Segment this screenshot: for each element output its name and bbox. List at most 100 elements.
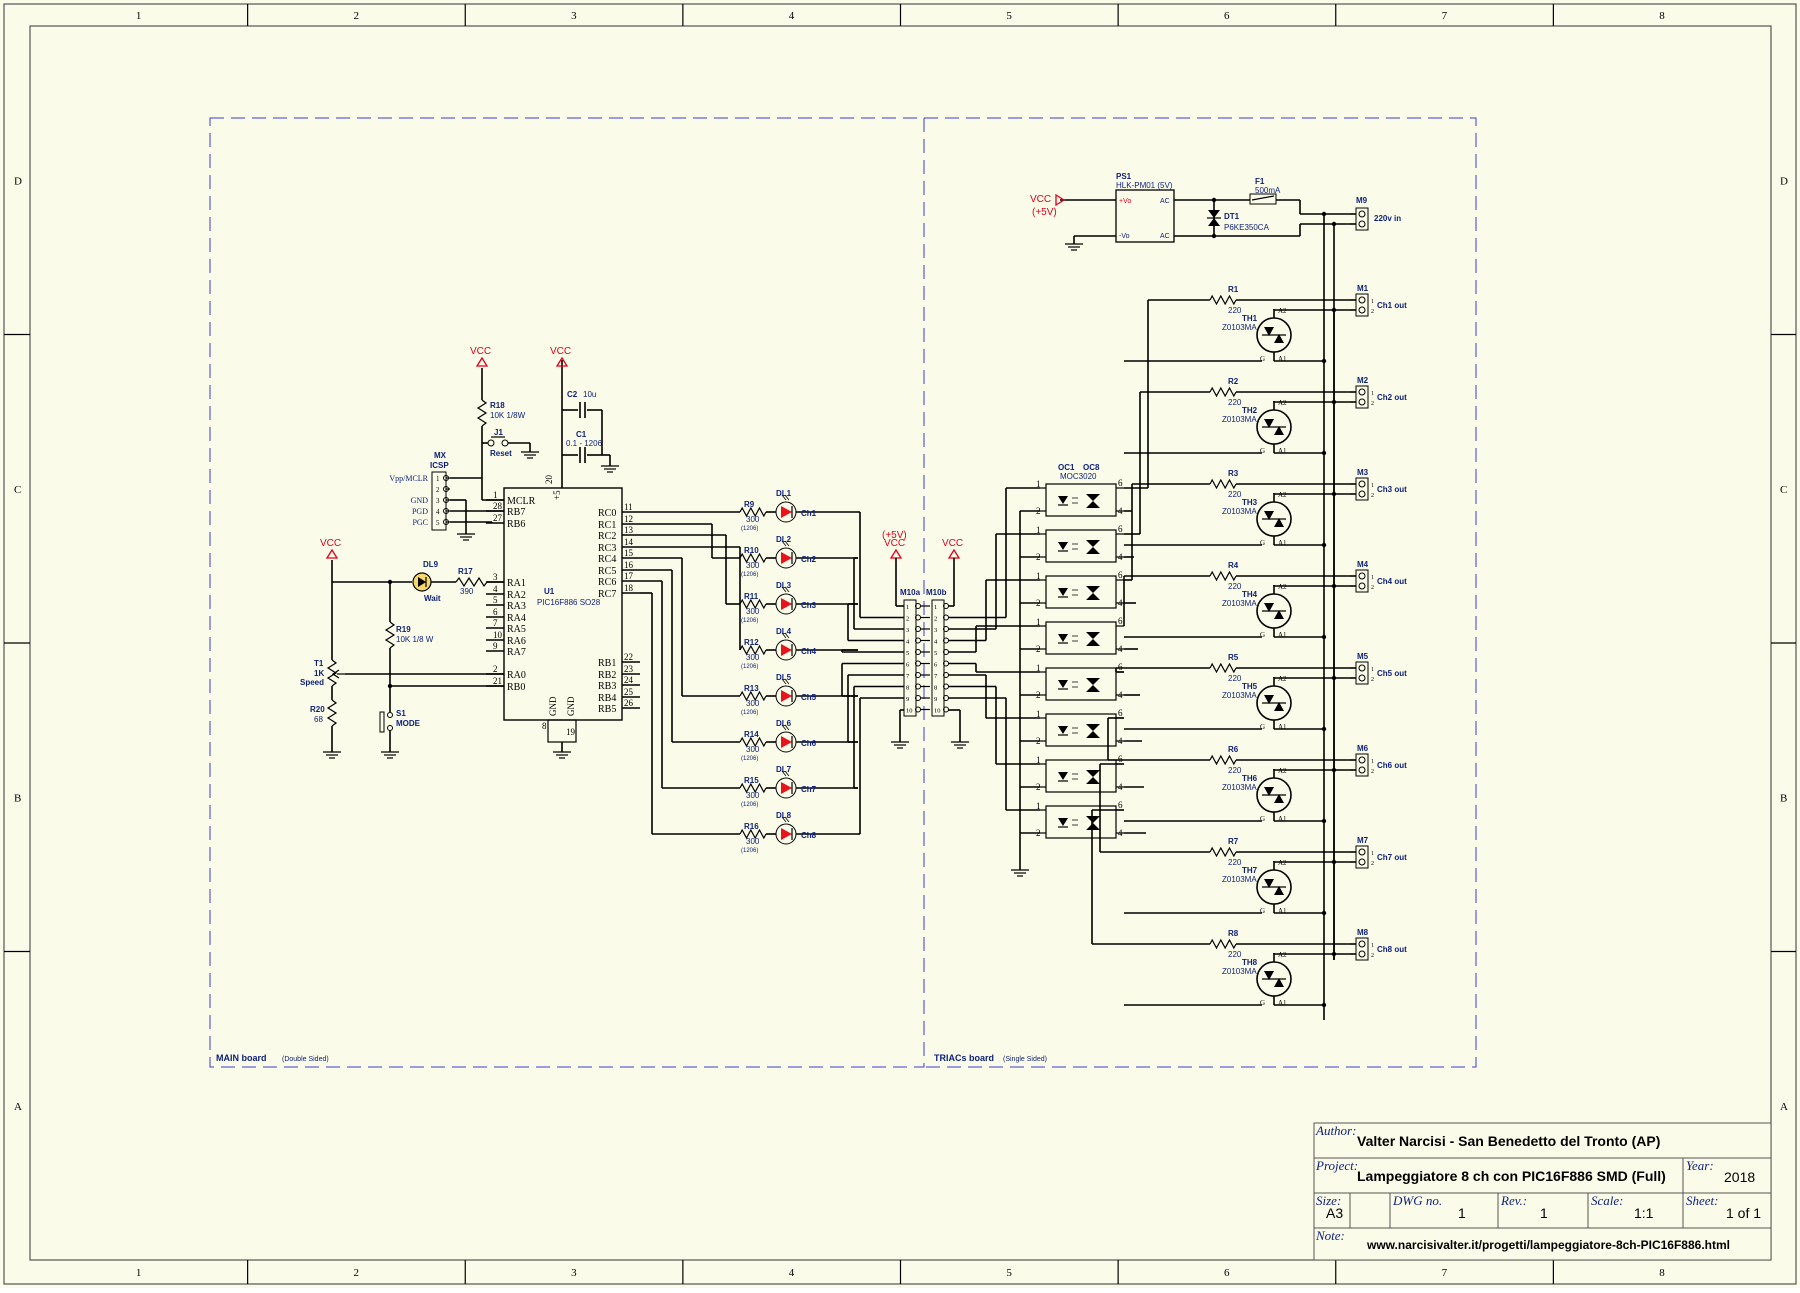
ps1-pin-ac2: AC	[1160, 233, 1170, 240]
triac-ref: TH2	[1242, 406, 1258, 415]
triac-part: Z0103MA	[1222, 415, 1257, 424]
triac-out-label: Ch8 out	[1377, 945, 1407, 954]
triac-pin-a1: A1	[1278, 539, 1287, 547]
triac-ref: TH5	[1242, 682, 1258, 691]
u1-pin-RA5: RA5	[507, 624, 526, 635]
triac-conn-pin1: 1	[1371, 851, 1374, 857]
led-res-val: 300	[746, 515, 760, 524]
u1-pinnum-9: 9	[493, 641, 498, 651]
ps1-pin-minus: -Vo	[1119, 233, 1130, 240]
dl9-val: Wait	[424, 594, 441, 603]
oc-pin-4: 4	[1118, 828, 1123, 838]
u1-gnd2-name: GND	[566, 696, 576, 716]
triac-pin-a2: A2	[1278, 859, 1287, 867]
zone-col-top: 5	[1006, 10, 1012, 22]
u1-pinnum-1: 1	[493, 490, 498, 500]
tb-size-label: Size:	[1316, 1193, 1341, 1208]
tb-author: Valter Narcisi - San Benedetto del Tront…	[1357, 1133, 1660, 1149]
r20-val: 68	[314, 715, 323, 724]
f1-ref: F1	[1255, 177, 1265, 186]
tb-rev: 1	[1540, 1205, 1548, 1221]
u1-gnd1-name: GND	[548, 696, 558, 716]
zone-col-bottom: 3	[571, 1267, 577, 1279]
triac-conn-ref: M2	[1357, 376, 1369, 385]
led-res-ref: R14	[744, 730, 759, 739]
oc-pin-4: 4	[1118, 690, 1123, 700]
m10a-pinnum: 9	[906, 696, 909, 703]
vcc-m10b-label: VCC	[942, 538, 963, 549]
zone-col-top: 2	[353, 10, 359, 22]
m10b-pinnum: 10	[934, 708, 941, 715]
vcc-pot: VCC	[320, 538, 341, 559]
power-supply: PS1 HLK-PM01 (5V) +Vo -Vo AC AC VCC (+5V…	[1030, 172, 1401, 1020]
triac-pin-a2: A2	[1278, 307, 1287, 315]
zone-row-right: D	[1780, 175, 1788, 187]
oc-pin-4: 4	[1118, 736, 1123, 746]
tb-dwg: 1	[1458, 1205, 1466, 1221]
triac-ref: TH8	[1242, 958, 1258, 967]
triac-part: Z0103MA	[1222, 783, 1257, 792]
m9-val: 220v in	[1374, 214, 1401, 223]
triac-res-val: 220	[1228, 306, 1242, 315]
u1-pin-RC2: RC2	[598, 531, 616, 542]
u1-pin-RA2: RA2	[507, 590, 526, 601]
triac-res-val: 220	[1228, 398, 1242, 407]
led-ref: DL5	[776, 673, 792, 682]
u1-pin-RB3: RB3	[598, 681, 616, 692]
led-ref: DL8	[776, 811, 792, 820]
m10b-pinnum: 1	[934, 604, 937, 611]
dl9-ref: DL9	[423, 560, 439, 569]
led-ref: DL6	[776, 719, 792, 728]
zone-col-top: 4	[789, 10, 795, 22]
triac-pin-g: G	[1260, 815, 1265, 823]
ground-icon	[1065, 243, 1083, 251]
oc-pin-1: 1	[1036, 801, 1041, 811]
oc-pin-1: 1	[1036, 571, 1041, 581]
led-res-pkg: (1206)	[741, 848, 758, 854]
triac-conn-pin2: 2	[1371, 401, 1374, 407]
t1-sub: Speed	[300, 678, 324, 687]
triac-part: Z0103MA	[1222, 691, 1257, 700]
triac-pin-g: G	[1260, 447, 1265, 455]
led-res-ref: R11	[744, 592, 759, 601]
c2-ref: C2	[567, 390, 578, 399]
triac-out-label: Ch7 out	[1377, 853, 1407, 862]
c1-val: 0.1 - 1206	[566, 439, 603, 448]
reset-network: R18 10K 1/8W J1 Reset C2 10u C1 0.1 - 12…	[476, 368, 611, 501]
u1-pin-RA4: RA4	[507, 613, 526, 624]
mx-pin-label: Vpp/MCLR	[389, 474, 428, 483]
triac-part: Z0103MA	[1222, 967, 1257, 976]
m10a-pinnum: 2	[906, 616, 909, 623]
oc-pin-4: 4	[1118, 782, 1123, 792]
led-res-ref: R16	[744, 822, 759, 831]
u1-pin-RA3: RA3	[507, 601, 526, 612]
triac-pin-a2: A2	[1278, 675, 1287, 683]
ps1-pin-ac1: AC	[1160, 198, 1170, 205]
triac-part: Z0103MA	[1222, 507, 1257, 516]
ground-symbols	[323, 243, 1083, 877]
tb-rev-label: Rev.:	[1500, 1193, 1527, 1208]
led-res-val: 300	[746, 607, 760, 616]
u1-pinnum-28: 28	[493, 501, 503, 511]
tb-scale-label: Scale:	[1591, 1193, 1623, 1208]
mx-pinnum: 5	[436, 519, 440, 527]
u1-pin-RC4: RC4	[598, 554, 616, 565]
tb-note: www.narcisivalter.it/progetti/lampeggiat…	[1366, 1238, 1730, 1252]
triac-ref: TH1	[1242, 314, 1258, 323]
u1-pin-RC1: RC1	[598, 520, 616, 531]
u1-pin-RB6: RB6	[507, 519, 525, 530]
led-channel-label: Ch6	[801, 739, 817, 748]
tb-dwg-label: DWG no.	[1392, 1193, 1442, 1208]
m10a-pinnum: 6	[906, 662, 910, 669]
u1-pin-RA6: RA6	[507, 636, 526, 647]
m9-ref: M9	[1356, 196, 1368, 205]
u1-pin-RB7: RB7	[507, 507, 525, 518]
triac-res-val: 220	[1228, 582, 1242, 591]
